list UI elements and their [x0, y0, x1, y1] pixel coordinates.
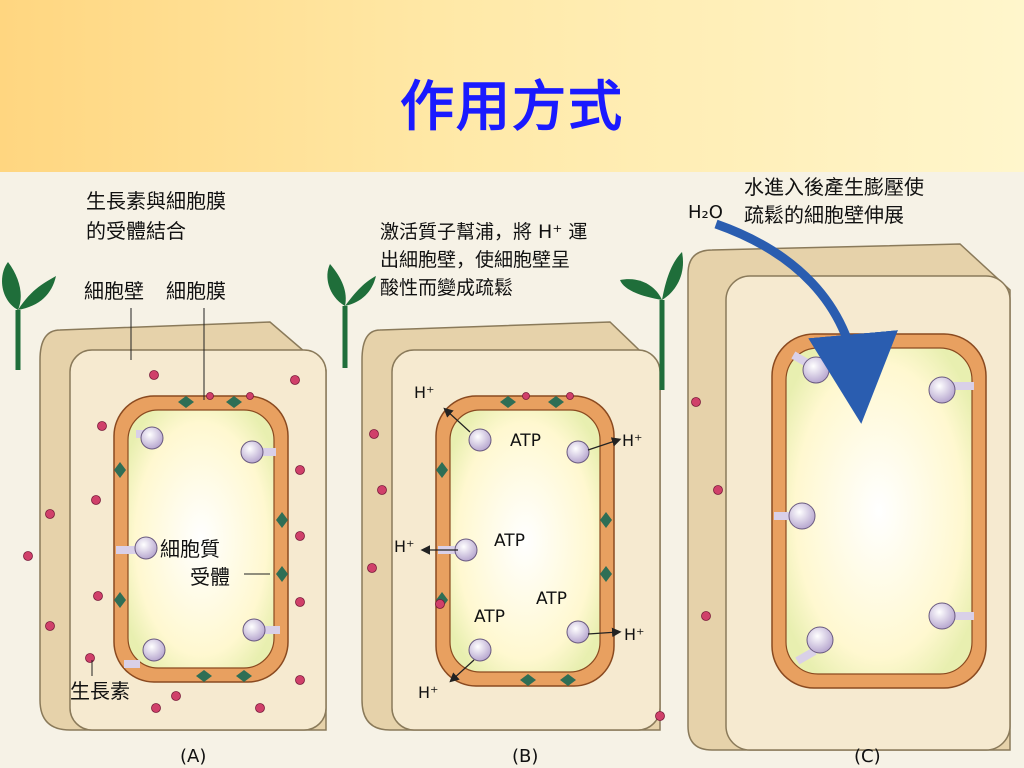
h-plus-label-5: H⁺: [418, 683, 438, 702]
h-plus-label-2: H⁺: [622, 431, 642, 450]
cell-membrane-label: 細胞膜: [166, 279, 226, 303]
panel-c-letter: (C): [854, 746, 881, 767]
panel-b-caption-line1: 激活質子幫浦，將 H⁺ 運: [380, 221, 587, 243]
cytoplasm-a: [127, 409, 275, 669]
panel-b-caption-line3: 酸性而變成疏鬆: [380, 277, 513, 299]
panel-b-caption-line2: 出細胞壁，使細胞壁呈: [380, 249, 570, 271]
h-plus-label-1: H⁺: [414, 383, 434, 402]
atp-label-2: ATP: [494, 531, 525, 551]
sprout-icon: [327, 264, 376, 368]
cell-wall-label: 細胞壁: [84, 279, 144, 303]
auxin-dots-b: [367, 392, 574, 609]
proton-arrows: [420, 407, 622, 683]
atp-label-1: ATP: [510, 431, 541, 451]
panel-c: H₂O 水進入後產生膨壓使 疏鬆的細胞壁伸展 (C): [620, 175, 1011, 767]
water-label: H₂O: [688, 202, 723, 223]
auxin-dots-c: [655, 397, 723, 721]
receptor-label: 受體: [190, 565, 230, 589]
panel-a: 生長素與細胞膜 的受體結合 細胞壁 細胞膜 細胞質 受體 生長素 (A): [2, 189, 327, 767]
panel-a-caption-line1: 生長素與細胞膜: [86, 189, 226, 213]
panel-a-letter: (A): [180, 746, 206, 767]
h-plus-label-4: H⁺: [624, 625, 644, 644]
panel-c-caption-line2: 疏鬆的細胞壁伸展: [744, 203, 904, 227]
slide-title: 作用方式: [400, 75, 624, 138]
panel-a-caption-line2: 的受體結合: [86, 219, 186, 243]
atp-label-4: ATP: [474, 607, 505, 627]
cytoplasm-b: [449, 409, 601, 673]
title-bar: [0, 0, 1024, 172]
auxin-label: 生長素: [70, 679, 130, 703]
cytoplasm-label: 細胞質: [160, 537, 220, 561]
sprout-icon: [2, 262, 56, 370]
panel-b-letter: (B): [512, 746, 538, 767]
h-plus-label-3: H⁺: [394, 537, 414, 556]
receptors-a: [116, 426, 280, 668]
proton-pumps-a: [114, 396, 288, 682]
sprout-icon: [620, 252, 684, 390]
panel-b: 激活質子幫浦，將 H⁺ 運 出細胞壁，使細胞壁呈 酸性而變成疏鬆 H⁺ ATP …: [327, 221, 661, 767]
water-arrow: [714, 219, 898, 424]
auxin-dots-a: [23, 370, 305, 713]
panel-c-caption-line1: 水進入後產生膨壓使: [744, 175, 924, 199]
atp-label-3: ATP: [536, 589, 567, 609]
